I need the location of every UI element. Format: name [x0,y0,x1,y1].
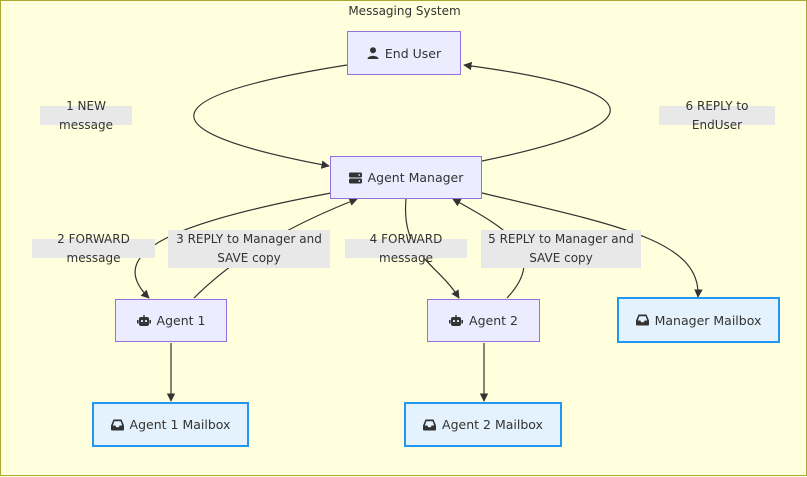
edge-manager-to-agent1 [134,192,332,299]
node-manager-mailbox[interactable]: Manager Mailbox [617,297,780,343]
node-agent-2[interactable]: Agent 2 [427,299,540,342]
node-agent-manager[interactable]: Agent Manager [330,156,482,199]
node-label: Agent Manager [367,170,464,185]
edge-enduser-to-manager [193,64,348,169]
edge-label-3: 3 REPLY to Manager and SAVE copy [168,230,330,268]
inbox-icon [635,314,649,326]
node-label: Agent 1 Mailbox [129,417,231,432]
node-agent-1-mailbox[interactable]: Agent 1 Mailbox [92,402,249,447]
edge-label-6: 6 REPLY to EndUser [659,99,775,132]
node-label: Agent 2 [469,313,518,328]
node-agent-1[interactable]: Agent 1 [115,299,227,342]
robot-icon [136,314,151,326]
node-agent-2-mailbox[interactable]: Agent 2 Mailbox [404,402,562,447]
edge-label-1: 1 NEW message [40,99,132,132]
inbox-icon [110,419,124,430]
diagram-title: Messaging System [348,4,461,18]
node-label: Agent 1 [156,313,206,328]
node-label: End User [384,45,442,61]
server-icon [348,172,362,183]
inbox-icon [423,419,437,430]
node-label: Manager Mailbox [654,312,762,328]
edge-manager-to-manager-mailbox [481,192,703,298]
user-icon [367,47,379,59]
edge-manager-to-enduser [463,61,611,162]
node-label: Agent 2 Mailbox [442,417,543,432]
edge-label-5: 5 REPLY to Manager and SAVE copy [481,230,641,268]
edge-label-4: 4 FORWARD message [345,232,467,265]
edge-label-2: 2 FORWARD message [32,232,155,265]
robot-icon [449,314,464,326]
node-end-user[interactable]: End User [347,31,461,75]
